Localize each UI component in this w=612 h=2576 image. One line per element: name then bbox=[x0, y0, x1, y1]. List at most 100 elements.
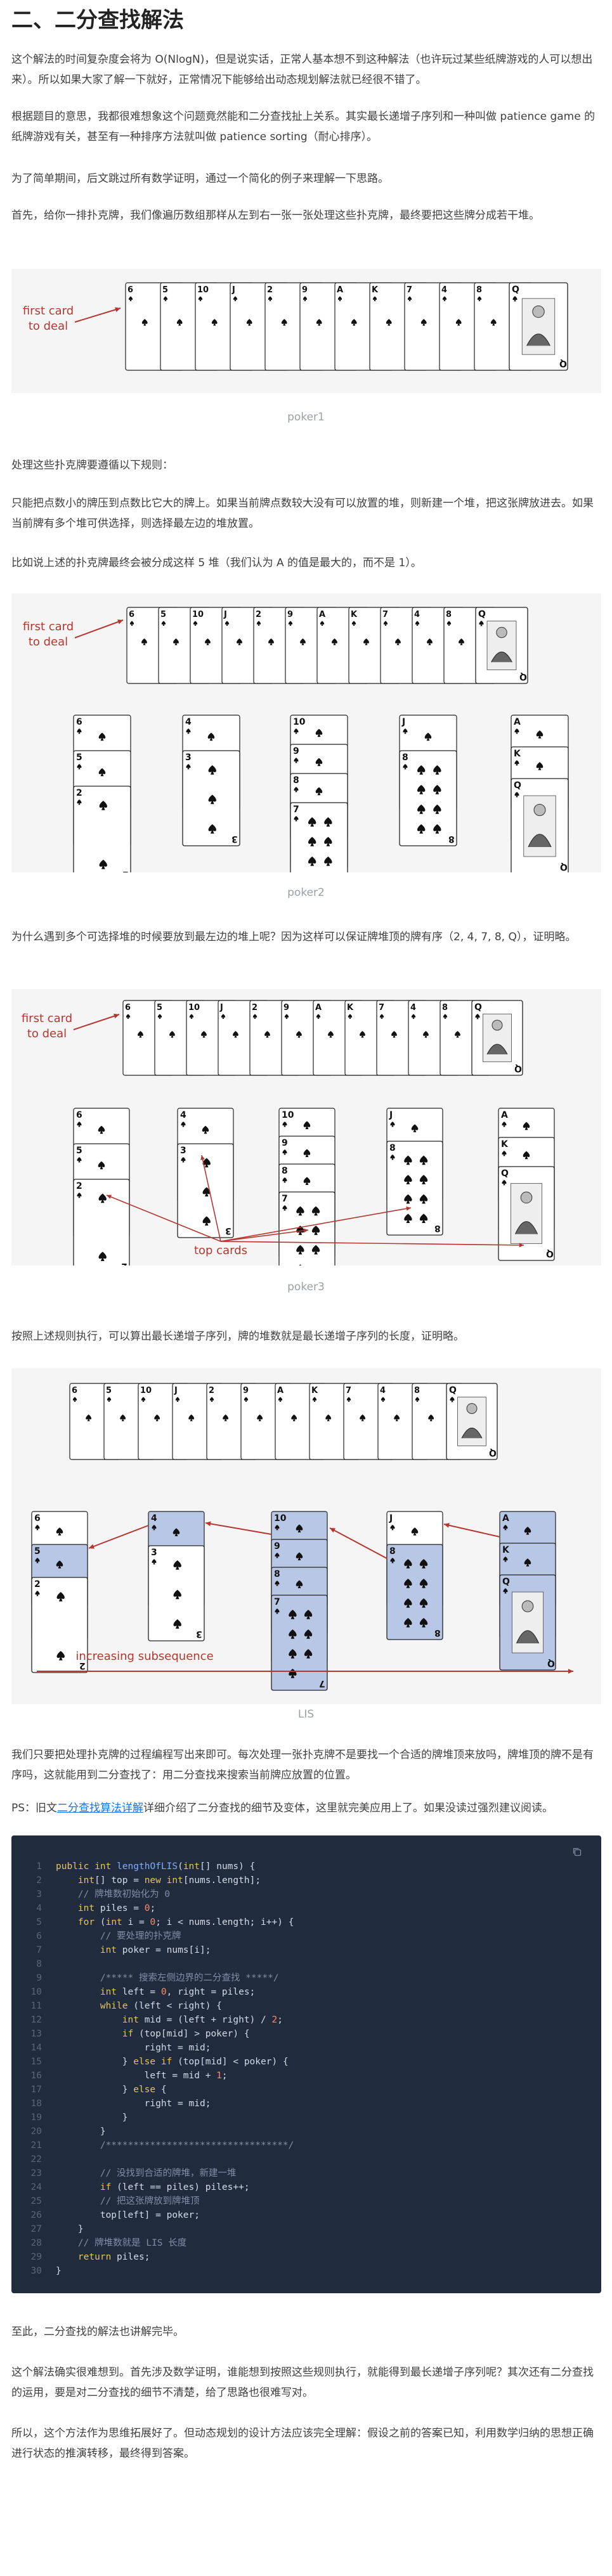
figure-caption-poker1: poker1 bbox=[287, 411, 325, 424]
paragraph-five-piles: 比如说上述的扑克牌最终会被分成这样 5 堆（我们认为 A 的值是最大的，而不是 … bbox=[11, 557, 422, 569]
svg-text:A: A bbox=[315, 1003, 322, 1013]
code-line: 19 } bbox=[30, 2113, 128, 2123]
svg-text:8: 8 bbox=[389, 1546, 396, 1557]
pile-card-top: 22 bbox=[73, 786, 131, 882]
top-card-arrow bbox=[220, 1206, 412, 1242]
code-line: 4 int piles = 0; bbox=[36, 1903, 156, 1913]
svg-text:10: 10 bbox=[197, 285, 209, 295]
svg-text:4: 4 bbox=[414, 610, 420, 619]
paragraph-dp-advice: 所以，这个方法作为思维拓展好了。但动态规划的设计方法应该完全理解：假设之前的答案… bbox=[11, 2427, 594, 2460]
copy-icon[interactable] bbox=[572, 1847, 582, 1857]
svg-text:8: 8 bbox=[282, 1166, 288, 1176]
figure-caption-poker2: poker2 bbox=[287, 886, 325, 899]
code-line: 14 right = mid; bbox=[30, 2043, 211, 2053]
svg-text:5: 5 bbox=[157, 1003, 162, 1013]
svg-text:3: 3 bbox=[180, 1146, 186, 1156]
svg-text:J: J bbox=[389, 1110, 393, 1120]
first-card-label-line2: to deal bbox=[27, 1027, 67, 1040]
code-line: 10 int left = 0, right = piles; bbox=[30, 1987, 256, 1997]
svg-text:6: 6 bbox=[34, 1513, 41, 1524]
svg-text:2: 2 bbox=[252, 1003, 257, 1013]
svg-text:5: 5 bbox=[34, 1546, 41, 1557]
code-line: 18 right = mid; bbox=[30, 2099, 211, 2109]
figure-caption-poker3: poker3 bbox=[287, 1281, 325, 1293]
svg-text:8: 8 bbox=[446, 610, 452, 619]
pile-card-top: 88 bbox=[386, 1141, 443, 1236]
pile-card-top: 22 bbox=[31, 1577, 88, 1673]
paragraph-deal-cards: 首先，给你一排扑克牌，我们像遍历数组那样从左到右一张一张处理这些扑克牌，最终要把… bbox=[11, 209, 540, 222]
code-line: 5 for (int i = 0; i < nums.length; i++) … bbox=[36, 1917, 294, 1927]
code-line: 24 if (left == piles) piles++; bbox=[30, 2182, 250, 2192]
svg-text:3: 3 bbox=[196, 1629, 202, 1639]
first-card-label-line1: first card bbox=[22, 1012, 72, 1025]
code-line: 22 bbox=[30, 2154, 42, 2165]
svg-text:Q: Q bbox=[519, 671, 527, 682]
svg-text:10: 10 bbox=[274, 1513, 287, 1524]
lis-pile-1: 6 5 22 bbox=[31, 1511, 88, 1673]
top-card-arrow bbox=[220, 1241, 524, 1248]
pile-4: J88 bbox=[399, 715, 457, 846]
pile-card-top: 88 bbox=[386, 1544, 443, 1640]
first-card-label-line1: first card bbox=[23, 304, 74, 318]
code-line: 13 if (top[mid] > poker) { bbox=[30, 2029, 250, 2039]
code-line: 11 while (left < right) { bbox=[30, 2001, 222, 2011]
svg-text:9: 9 bbox=[287, 610, 293, 619]
svg-text:8: 8 bbox=[442, 1003, 448, 1013]
first-card-label-line1: first card bbox=[23, 620, 74, 633]
row-card-last: QQ bbox=[509, 282, 568, 371]
pile-card-top: 77 bbox=[278, 1191, 335, 1286]
svg-text:Q: Q bbox=[474, 1002, 482, 1013]
top-card-arrow bbox=[220, 1228, 309, 1242]
paragraph-simplify: 为了简单期间，后文跳过所有数学证明，通过一个简化的例子来理解一下思路。 bbox=[11, 172, 389, 185]
svg-text:7: 7 bbox=[346, 1386, 351, 1395]
svg-text:K: K bbox=[501, 1139, 509, 1149]
figure-caption-lis: LIS bbox=[297, 1708, 315, 1721]
top-cards-label: top cards bbox=[194, 1244, 247, 1257]
svg-text:Q: Q bbox=[478, 609, 486, 619]
binary-search-article-link[interactable]: 二分查找算法详解 bbox=[57, 1802, 144, 1815]
row-card-last: QQ bbox=[475, 607, 528, 684]
svg-text:6: 6 bbox=[125, 1003, 131, 1013]
svg-text:7: 7 bbox=[407, 285, 412, 295]
svg-text:4: 4 bbox=[151, 1513, 157, 1524]
svg-text:7: 7 bbox=[319, 1678, 325, 1688]
ps-prefix: PS：旧文 bbox=[11, 1802, 58, 1815]
svg-text:Q: Q bbox=[449, 1385, 457, 1395]
paragraph-rules: 只能把点数小的牌压到点数比它大的牌上。如果当前牌点数较大没有可以放置的堆，则新建… bbox=[11, 497, 594, 530]
svg-text:8: 8 bbox=[414, 1386, 420, 1395]
svg-text:A: A bbox=[501, 1110, 508, 1120]
svg-text:Q: Q bbox=[547, 1658, 555, 1668]
lis-link-arrow bbox=[205, 1521, 272, 1535]
svg-text:A: A bbox=[277, 1386, 283, 1395]
svg-text:7: 7 bbox=[282, 1194, 288, 1204]
increasing-subsequence-label: increasing subsequence bbox=[75, 1650, 213, 1663]
svg-text:2: 2 bbox=[122, 869, 129, 872]
svg-text:J: J bbox=[219, 1003, 223, 1013]
svg-text:7: 7 bbox=[274, 1597, 280, 1607]
paragraph-why-leftmost: 为什么遇到多个可选择堆的时候要放到最左边的堆上呢？因为这样可以保证牌堆顶的牌有序… bbox=[11, 931, 576, 943]
code-line: 29 return piles; bbox=[30, 2252, 150, 2262]
svg-text:7: 7 bbox=[293, 805, 299, 815]
svg-text:5: 5 bbox=[106, 1386, 112, 1395]
svg-text:4: 4 bbox=[185, 717, 192, 727]
svg-text:Q: Q bbox=[514, 780, 521, 791]
svg-text:7: 7 bbox=[382, 610, 388, 619]
paragraph-patience-game: 根据题目的意思，我都很难想象这个问题竟然能和二分查找扯上关系。其实最长递增子序列… bbox=[11, 110, 596, 143]
svg-text:10: 10 bbox=[140, 1386, 152, 1395]
svg-text:5: 5 bbox=[160, 610, 166, 619]
svg-text:2: 2 bbox=[121, 1261, 127, 1265]
lis-pile-4: J88 bbox=[386, 1511, 443, 1640]
svg-text:Q: Q bbox=[559, 358, 567, 368]
svg-text:9: 9 bbox=[283, 1003, 289, 1013]
first-card-label-line2: to deal bbox=[29, 635, 68, 649]
